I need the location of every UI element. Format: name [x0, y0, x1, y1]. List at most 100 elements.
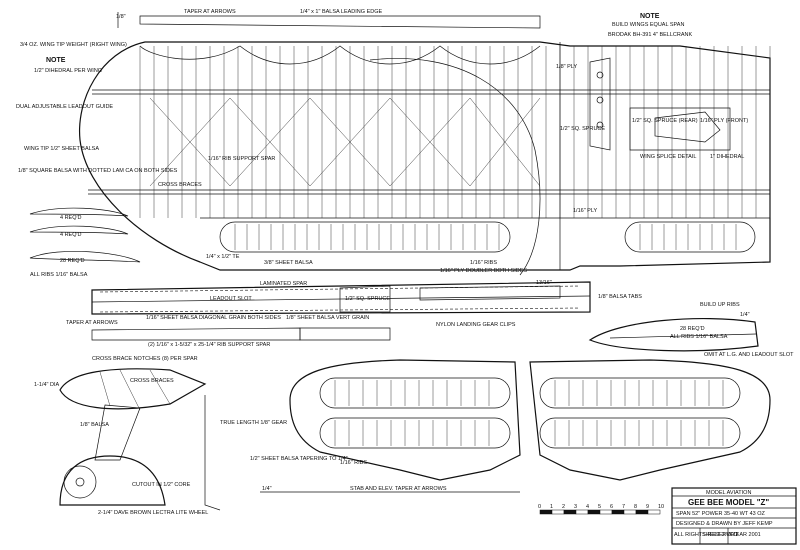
spar-taper-label: TAPER AT ARROWS	[66, 320, 118, 326]
gear-balsa-label: 1/8" BALSA	[80, 422, 109, 428]
scale-tick-label: 2	[562, 504, 565, 510]
title-block-frame	[671, 487, 797, 545]
cross-braces-label: CROSS BRACES	[158, 182, 202, 188]
doubler-label: 1/16" PLY DOUBLER BOTH SIDES	[440, 268, 527, 274]
stab-taper-note: STAB AND ELEV. TAPER AT ARROWS	[350, 486, 447, 492]
leadout-guide-label: DUAL ADJUSTABLE LEADOUT GUIDE	[16, 104, 113, 110]
rights: ALL RIGHTS RESERVED	[674, 532, 738, 538]
stab-slot-left-bottom	[319, 417, 511, 449]
rib-support-strip-2	[299, 327, 391, 341]
stab-ribs-label: 1/16" RIBS	[340, 460, 367, 466]
scale-tick-label: 7	[622, 504, 625, 510]
note-title-right: NOTE	[640, 13, 660, 20]
stab-ribs	[334, 380, 724, 446]
cutout-label: CUTOUT IN 1/2" CORE	[132, 482, 191, 488]
wing-ribs	[139, 46, 771, 218]
dim-1-8-label: 1/8"	[116, 14, 126, 20]
leading-edge-strip	[139, 15, 541, 29]
gear-leg	[94, 404, 141, 461]
nylon-gear-label: NYLON LANDING GEAR CLIPS	[436, 322, 516, 328]
rib-profile-c	[29, 251, 141, 263]
scale-segment	[635, 509, 649, 515]
spar-spruce-label: 1/2" SQ. SPRUCE	[345, 296, 390, 302]
scale-tick-label: 9	[646, 504, 649, 510]
scale-segment	[611, 509, 625, 515]
ribs-label: 1/16" RIBS	[470, 260, 497, 266]
rib-b-count: 4 REQ'D	[60, 232, 82, 238]
rib-profile-a	[29, 207, 129, 217]
slot-ribs	[234, 224, 737, 250]
notches-label: CROSS BRACE NOTCHES (8) PER SPAR	[92, 356, 198, 362]
designer: DESIGNED & DRAWN BY JEFF KEMP	[676, 521, 773, 527]
fairing-outline	[59, 368, 207, 410]
scale-segment	[599, 509, 613, 515]
scale-segment	[575, 509, 589, 515]
trailing-edge-label: 1/4" x 1/2" TE	[206, 254, 240, 260]
bellcrank-plate	[589, 57, 611, 151]
stab-slot-right-bottom	[539, 417, 741, 449]
stab-right-outline	[529, 359, 771, 481]
scale-tick-label: 3	[574, 504, 577, 510]
stab-slot-right-top	[539, 377, 741, 409]
rib-profiles: 4 REQ'D 4 REQ'D 28 REQ'D ALL RIBS 1/16" …	[29, 207, 141, 278]
scale-tick-label: 10	[658, 504, 664, 510]
landing-gear: 1-1/4" DIA CROSS BRACES 1/8" BALSA CUTOU…	[34, 368, 287, 516]
leadout-slot-label: LEADOUT SLOT	[210, 296, 252, 302]
wing-tip-label: WING TIP 1/2" SHEET BALSA	[24, 146, 99, 152]
built-up-rib-outline	[588, 317, 759, 352]
specs: SPAN 52" POWER 35-40 WT 43 OZ	[676, 511, 765, 517]
wing-splice-label: WING SPLICE DETAIL	[640, 154, 696, 160]
right-all-ribs: ALL RIBS 1/16" BALSA	[670, 334, 728, 340]
scalloped-sheeting	[139, 45, 541, 65]
right-rib-detail: BUILD UP RIBS 28 REQ'D ALL RIBS 1/16" BA…	[588, 302, 794, 358]
rib-profile-b	[29, 225, 129, 235]
square-balsa-label: 1/8" SQUARE BALSA WITH DOTTED LAM CA ON …	[18, 168, 178, 174]
true-length-label: TRUE LENGTH 1/8" GEAR	[220, 420, 287, 426]
laminated-spar-label: LAMINATED SPAR	[260, 281, 307, 287]
wheel	[63, 465, 97, 499]
sq-spruce-label: 1/2" SQ. SPRUCE	[560, 126, 605, 132]
true-length-gear	[204, 395, 221, 511]
rib-support-label: (2) 1/16" x 1-5/32" x 25-1/4" RIB SUPPOR…	[148, 342, 270, 348]
trailing-edge-slot-left	[219, 221, 511, 253]
dim-13-16-label: 13/16"	[536, 280, 552, 286]
scale-tick-label: 8	[634, 504, 637, 510]
gear-dia-label: 1-1/4" DIA	[34, 382, 60, 388]
gear-cross-braces-label: CROSS BRACES	[130, 378, 174, 384]
spar-doubler	[339, 285, 391, 313]
scale-tick-label: 0	[538, 504, 541, 510]
wing-plan: TAPER AT ARROWS 1/4" x 1" BALSA LEADING …	[16, 9, 771, 276]
taper-at-arrows-label: TAPER AT ARROWS	[184, 9, 236, 15]
wing-outline	[78, 41, 771, 271]
scale-tick-label: 1	[550, 504, 553, 510]
right-dim-label: 1/4"	[740, 312, 750, 318]
ply-front-label: 1/16" PLY (FRONT)	[700, 118, 748, 124]
rib-a-count: 4 REQ'D	[60, 215, 82, 221]
tip-weight-label: 3/4 OZ. WING TIP WEIGHT (RIGHT WING)	[20, 42, 127, 48]
stabilizer-plan: 1/2" SHEET BALSA TAPERING TO 1/4" 1/16" …	[250, 359, 771, 493]
laminated-spar: LAMINATED SPAR 1/16" PLY DOUBLER BOTH SI…	[66, 268, 642, 362]
year: YEAR 2001	[732, 532, 761, 538]
leading-edge-label: 1/4" x 1" BALSA LEADING EDGE	[300, 9, 382, 15]
bellcrank-label: BRODAK BH-391 4" BELLCRANK	[608, 32, 693, 38]
all-ribs-label: ALL RIBS 1/16" BALSA	[30, 272, 88, 278]
scale-segment	[563, 509, 577, 515]
scale-segment	[647, 509, 661, 515]
title-block: MODEL AVIATION GEE BEE MODEL "Z" SPAN 52…	[671, 487, 797, 545]
scale-segment	[623, 509, 637, 515]
rib-c-count: 28 REQ'D	[60, 258, 85, 264]
model-title: GEE BEE MODEL "Z"	[688, 498, 769, 507]
note-title-left: NOTE	[46, 57, 66, 64]
wheel-label: 2-1/4" DAVE BROWN LECTRA LITE WHEEL	[98, 510, 208, 516]
spruce-rear-label: 1/2" SQ. SPRUCE (REAR)	[632, 118, 698, 124]
omit-label: OMIT AT L.G. AND LEADOUT SLOT	[704, 352, 794, 358]
build-up-ribs-label: BUILD UP RIBS	[700, 302, 740, 308]
scale-tick-label: 5	[598, 504, 601, 510]
sheet-number: SHEET 2 OF 2	[702, 532, 739, 538]
sheet-diag-label: 1/16" SHEET BALSA DIAGONAL GRAIN BOTH SI…	[146, 315, 281, 321]
balsa-tabs-label: 1/8" BALSA TABS	[598, 294, 642, 300]
build-wings-note: BUILD WINGS EQUAL SPAN	[612, 22, 684, 28]
ply-bottom-label: 1/16" PLY	[573, 208, 598, 214]
wheel-pant	[59, 455, 166, 506]
